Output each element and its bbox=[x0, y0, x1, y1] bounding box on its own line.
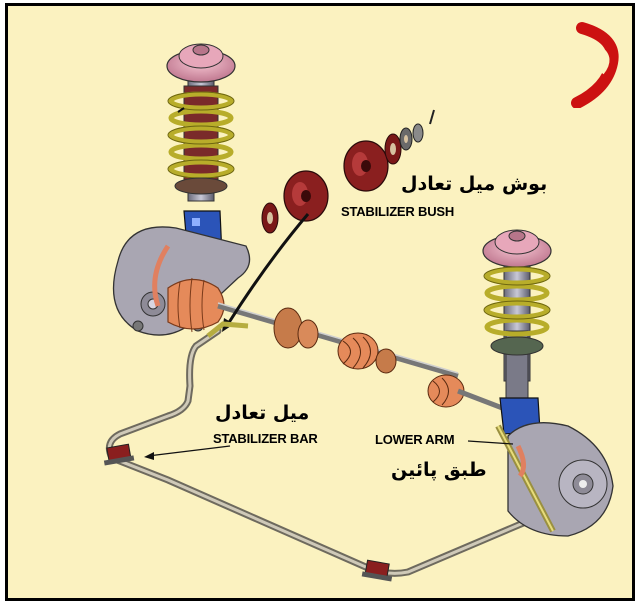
stabilizer-bush-label-fa: بوش میل تعادل bbox=[401, 173, 547, 195]
right-strut-assembly bbox=[483, 230, 613, 536]
lower-arm-label-en: LOWER ARM bbox=[375, 432, 454, 447]
stabilizer-bush-label-en: STABILIZER BUSH bbox=[341, 204, 454, 219]
drive-shaft bbox=[218, 303, 518, 414]
diagram-frame: بوش میل تعادل STABILIZER BUSH میل تعادل … bbox=[5, 3, 635, 601]
lower-arm-label-fa: طبق پائین bbox=[391, 459, 487, 481]
stabilizer-bar bbox=[109, 324, 548, 573]
stabilizer-bar-label-fa: میل تعادل bbox=[215, 402, 309, 424]
suspension-illustration bbox=[8, 6, 632, 598]
watermark-logo bbox=[562, 18, 632, 108]
left-strut-assembly bbox=[114, 44, 250, 335]
stabilizer-bar-label-en: STABILIZER BAR bbox=[213, 431, 318, 446]
